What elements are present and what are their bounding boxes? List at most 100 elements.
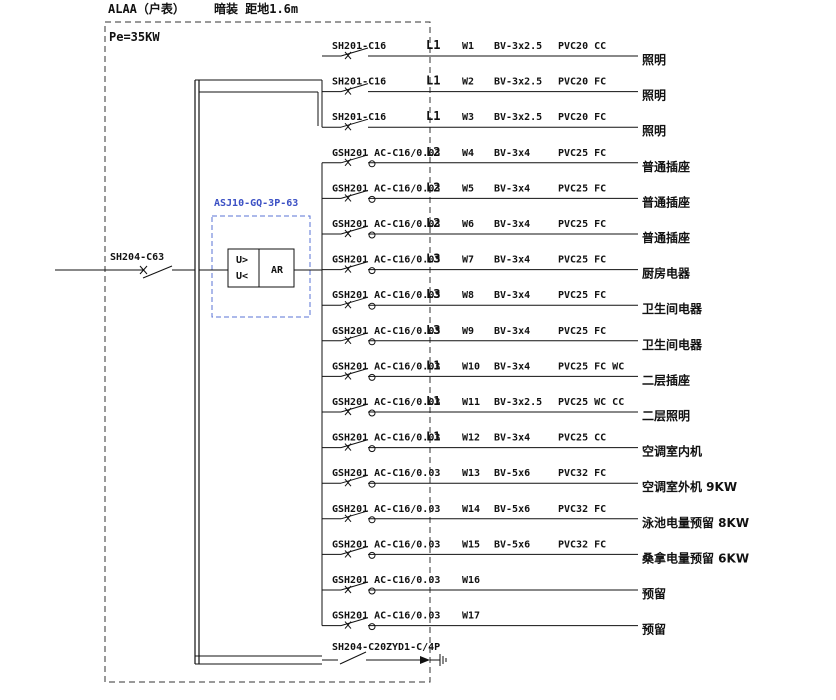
circuit-2-phase: L1 bbox=[426, 74, 440, 88]
circuit-13-cable-spec: BV-5x6 bbox=[494, 468, 530, 479]
circuit-10-cross-b bbox=[344, 372, 352, 380]
circuit-5-rcd-symbol bbox=[368, 195, 376, 203]
panel-name: ALAA（户表） bbox=[108, 1, 185, 16]
circuit-8-breaker-label: GSH201 AC-C16/0.03 bbox=[332, 290, 440, 301]
circuit-9-phase: L3 bbox=[426, 323, 440, 337]
circuit-2-contact bbox=[340, 83, 369, 93]
circuit-6-load: 普通插座 bbox=[642, 230, 690, 245]
circuit-15-cable-spec: BV-5x6 bbox=[494, 539, 530, 550]
circuit-7-id: W7 bbox=[462, 255, 474, 266]
main-breaker-cross-b bbox=[139, 265, 148, 275]
circuit-15-id: W15 bbox=[462, 539, 480, 550]
circuit-17-breaker-label: GSH201 AC-C16/0.03 bbox=[332, 611, 440, 622]
circuit-9-conduit: PVC25 FC bbox=[558, 326, 606, 337]
circuit-15-load: 桑拿电量预留 6KW bbox=[642, 550, 749, 565]
circuit-10-phase: L1 bbox=[426, 358, 440, 372]
circuit-2-conduit: PVC20 FC bbox=[558, 77, 606, 88]
circuit-7-contact bbox=[340, 261, 369, 271]
circuit-10-breaker-label: GSH201 AC-C16/0.03 bbox=[332, 361, 440, 372]
protector-zone bbox=[211, 215, 311, 318]
circuit-12-cable-spec: BV-3x4 bbox=[494, 433, 530, 444]
protector-model: ASJ10-GQ-3P-63 bbox=[214, 198, 298, 209]
circuit-14-load: 泳池电量预留 8KW bbox=[642, 515, 749, 530]
circuit-12-contact bbox=[340, 439, 369, 449]
circuit-5-breaker-label: GSH201 AC-C16/0.03 bbox=[332, 183, 440, 194]
circuit-8-cross-b bbox=[344, 300, 352, 309]
circuit-12-breaker-label: GSH201 AC-C16/0.03 bbox=[332, 433, 440, 444]
circuit-8-id: W8 bbox=[462, 290, 474, 301]
circuit-16-id: W16 bbox=[462, 575, 480, 586]
circuit-5-id: W5 bbox=[462, 183, 474, 194]
circuit-15-breaker-label: GSH201 AC-C16/0.03 bbox=[332, 539, 440, 550]
circuit-1-contact bbox=[340, 47, 369, 57]
circuit-2-load: 照明 bbox=[642, 88, 666, 103]
circuit-15-rcd-symbol bbox=[368, 551, 376, 559]
circuit-15-conduit: PVC32 FC bbox=[558, 539, 606, 550]
spd-breaker-label: SH204-C20 bbox=[332, 642, 386, 653]
circuit-1-phase: L1 bbox=[426, 38, 440, 52]
circuit-16-breaker-label: GSH201 AC-C16/0.03 bbox=[332, 575, 440, 586]
circuit-11-cable-spec: BV-3x2.5 bbox=[494, 397, 542, 408]
circuit-6-cable-spec: BV-3x4 bbox=[494, 219, 530, 230]
circuit-13-breaker-label: GSH201 AC-C16/0.03 bbox=[332, 468, 440, 479]
circuit-7-phase: L3 bbox=[426, 252, 440, 266]
circuit-13-contact bbox=[340, 474, 369, 484]
circuit-6-breaker-label: GSH201 AC-C16/0.03 bbox=[332, 219, 440, 230]
circuit-4-cross-b bbox=[344, 158, 352, 167]
circuit-16-rcd-symbol bbox=[368, 587, 376, 595]
circuit-1-conduit: PVC20 CC bbox=[558, 41, 606, 52]
circuit-4-id: W4 bbox=[462, 148, 474, 159]
circuit-8-load: 卫生间电器 bbox=[642, 301, 703, 316]
circuit-11-conduit: PVC25 WC CC bbox=[558, 397, 624, 408]
circuit-3-load: 照明 bbox=[642, 123, 666, 138]
circuit-10-cable-spec: BV-3x4 bbox=[494, 361, 530, 372]
circuit-3-phase: L1 bbox=[426, 109, 440, 123]
circuit-7-cable-spec: BV-3x4 bbox=[494, 255, 530, 266]
circuit-1-cable-spec: BV-3x2.5 bbox=[494, 41, 542, 52]
circuit-17-load: 预留 bbox=[642, 622, 666, 637]
circuit-7-cross-b bbox=[344, 265, 352, 273]
spd-contact bbox=[339, 651, 367, 665]
circuit-16-contact bbox=[340, 581, 369, 591]
circuit-1-load: 照明 bbox=[642, 52, 666, 67]
circuit-13-rcd-symbol bbox=[368, 480, 376, 488]
protector-device bbox=[227, 248, 295, 288]
circuit-4-contact bbox=[340, 154, 369, 164]
circuit-6-phase: L2 bbox=[426, 216, 440, 230]
circuit-13-id: W13 bbox=[462, 468, 480, 479]
protector-undervoltage: U< bbox=[236, 271, 248, 282]
circuit-9-breaker-label: GSH201 AC-C16/0.03 bbox=[332, 326, 440, 337]
circuit-14-cross-b bbox=[344, 514, 352, 523]
circuit-8-contact bbox=[340, 296, 369, 306]
circuit-14-cable-spec: BV-5x6 bbox=[494, 504, 530, 515]
circuit-11-phase: L1 bbox=[426, 394, 440, 408]
circuit-12-id: W12 bbox=[462, 433, 480, 444]
circuit-8-cable-spec: BV-3x4 bbox=[494, 290, 530, 301]
circuit-12-phase: L1 bbox=[426, 430, 440, 444]
main-breaker-label: SH204-C63 bbox=[110, 252, 164, 263]
circuit-17-rcd-symbol bbox=[368, 623, 376, 631]
circuit-10-id: W10 bbox=[462, 361, 480, 372]
circuit-14-rcd-symbol bbox=[368, 516, 376, 524]
circuit-5-load: 普通插座 bbox=[642, 194, 690, 209]
circuit-8-phase: L3 bbox=[426, 287, 440, 301]
circuit-5-cross-b bbox=[344, 194, 352, 202]
circuit-4-load: 普通插座 bbox=[642, 159, 690, 174]
circuit-9-id: W9 bbox=[462, 326, 474, 337]
circuit-7-conduit: PVC25 FC bbox=[558, 255, 606, 266]
circuit-7-load: 厨房电器 bbox=[642, 266, 691, 281]
circuit-17-contact bbox=[340, 617, 369, 627]
circuit-6-rcd-symbol bbox=[368, 231, 376, 239]
circuit-4-cable-spec: BV-3x4 bbox=[494, 148, 530, 159]
circuit-6-conduit: PVC25 FC bbox=[558, 219, 606, 230]
circuit-7-rcd-symbol bbox=[368, 267, 376, 275]
circuit-14-conduit: PVC32 FC bbox=[558, 504, 606, 515]
circuit-6-cross-b bbox=[344, 229, 352, 238]
circuit-9-cable-spec: BV-3x4 bbox=[494, 326, 530, 337]
circuit-6-id: W6 bbox=[462, 219, 474, 230]
circuit-8-rcd-symbol bbox=[368, 302, 376, 310]
circuit-1-breaker-label: SH201-C16 bbox=[332, 41, 386, 52]
